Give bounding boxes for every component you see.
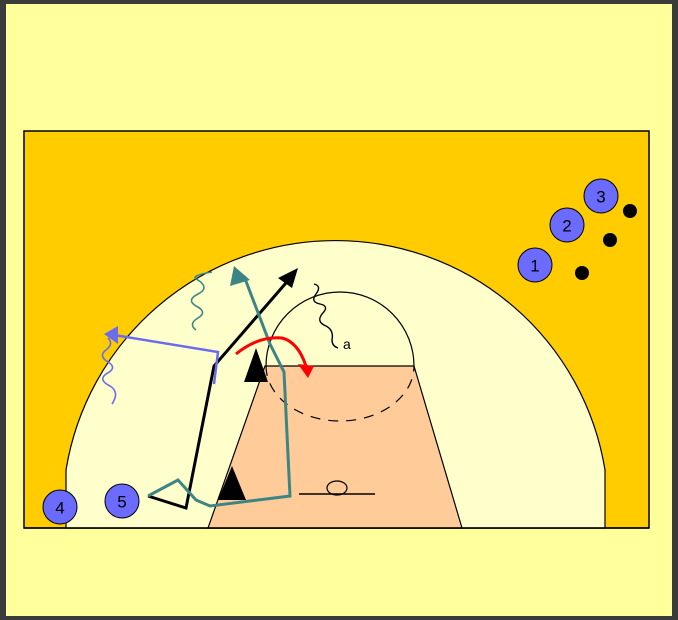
cone-high <box>244 348 268 382</box>
free-throw-circle-bottom <box>265 365 415 422</box>
player-label: 3 <box>596 188 605 207</box>
ball-marker <box>623 204 637 218</box>
player-1: 1 <box>517 247 553 283</box>
player-label: 1 <box>530 257 539 276</box>
red-arrow-head <box>298 364 314 378</box>
teal-path <box>147 275 292 508</box>
ball-marker <box>603 233 617 247</box>
player-2: 2 <box>549 207 585 243</box>
black-cut-path <box>147 275 294 510</box>
black-squiggle-path <box>313 283 339 349</box>
teal-dribble-path <box>190 271 213 331</box>
player-label: 2 <box>562 217 571 236</box>
annotation-letter-a: a <box>343 336 351 352</box>
blue-dribble-path <box>101 337 117 405</box>
blue-path <box>113 333 220 385</box>
teal-arrow-head <box>230 266 250 286</box>
ball-marker <box>575 266 589 280</box>
player-5: 5 <box>104 483 140 519</box>
player-4: 4 <box>42 489 78 525</box>
black-arrow-head <box>278 268 298 288</box>
player-3: 3 <box>583 178 619 214</box>
player-label: 5 <box>117 493 126 512</box>
free-throw-circle-top <box>265 291 415 367</box>
player-label: 4 <box>55 499 64 518</box>
cone-low <box>218 466 246 500</box>
rim <box>326 480 348 496</box>
blue-arrow-head <box>104 326 118 344</box>
red-path <box>235 336 308 367</box>
